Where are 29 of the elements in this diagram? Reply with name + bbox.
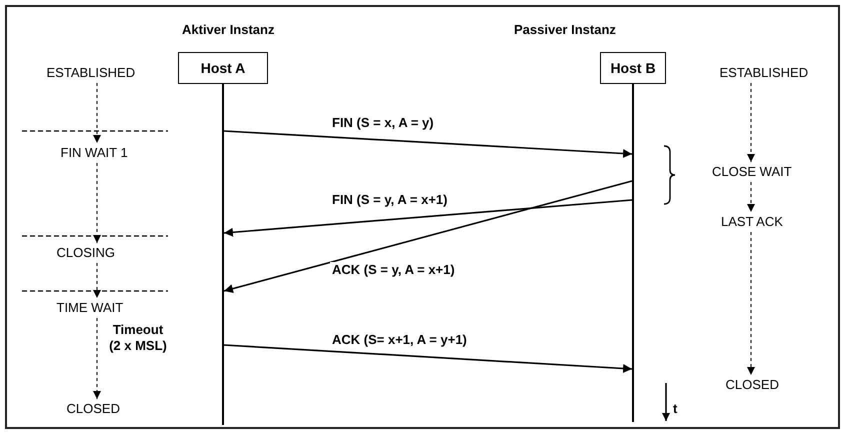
column-heading: Aktiver Instanz	[182, 22, 274, 38]
transition-arrow	[93, 162, 101, 244]
transition-arrow	[93, 82, 101, 144]
transition-arrow	[93, 318, 101, 400]
state-label: ESTABLISHED	[720, 65, 808, 81]
message-arrow	[224, 199, 632, 237]
column-heading: Passiver Instanz	[514, 22, 616, 38]
state-label: CLOSED	[726, 377, 779, 393]
message-arrow	[224, 344, 632, 373]
edge-label: FIN (S = x, A = y)	[330, 115, 436, 131]
transition-arrow	[93, 262, 101, 298]
state-label: CLOSED	[66, 401, 120, 417]
message-arrow	[224, 180, 632, 293]
state-label: CLOSING	[56, 245, 116, 261]
edge-label: ACK (S= x+1, A = y+1)	[330, 332, 469, 348]
edge-label: FIN (S = y, A = x+1)	[330, 192, 450, 208]
transition-arrow	[747, 232, 755, 376]
state-label: CLOSE WAIT	[712, 164, 792, 180]
edge-label: ACK (S = y, A = x+1)	[330, 262, 457, 278]
state-label: ESTABLISHED	[46, 65, 136, 81]
transition-arrow	[747, 182, 755, 212]
host-box: Host B	[600, 52, 666, 84]
state-label: TIME WAIT	[56, 300, 124, 316]
state-label: FIN WAIT 1	[60, 145, 128, 161]
message-arrow	[224, 130, 632, 158]
transition-arrow	[747, 82, 755, 162]
time-label: t	[673, 401, 678, 417]
host-box: Host A	[178, 52, 268, 84]
state-label: LAST ACK	[721, 214, 783, 230]
